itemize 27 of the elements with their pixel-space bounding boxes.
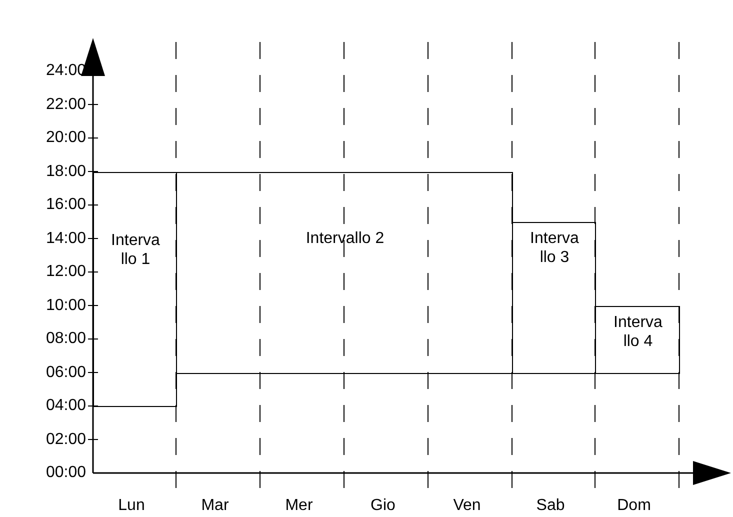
interval-box [176,172,513,374]
time-tick-label: 18:00 [46,162,86,180]
time-tick-label: 02:00 [46,430,86,448]
interval-label: Interva llo 3 [529,228,580,267]
time-tick-label: 10:00 [46,296,86,314]
day-label: Ven [453,497,481,515]
time-tick-label: 04:00 [46,397,86,415]
interval-box [512,222,596,374]
interval-label: Interva llo 1 [110,230,161,268]
day-label: Sab [536,497,565,515]
day-label: Lun [118,497,145,515]
time-tick-label: 00:00 [46,464,86,482]
interval-label: Intervallo 2 [304,228,386,248]
day-label: Mar [201,497,229,515]
interval-label: Interva llo 4 [612,312,664,350]
time-tick-label: 12:00 [46,263,86,281]
time-tick-label: 06:00 [46,364,86,382]
day-label: Dom [617,497,651,515]
time-tick-label: 22:00 [46,96,86,114]
day-label: Gio [370,497,396,515]
time-tick-label: 20:00 [46,129,86,147]
time-tick-label: 16:00 [46,196,86,214]
time-tick-label: 08:00 [46,330,86,348]
day-label: Mer [285,497,313,515]
interval-box [595,306,680,374]
time-tick-label: 14:00 [46,230,86,248]
interval-box [93,172,177,407]
